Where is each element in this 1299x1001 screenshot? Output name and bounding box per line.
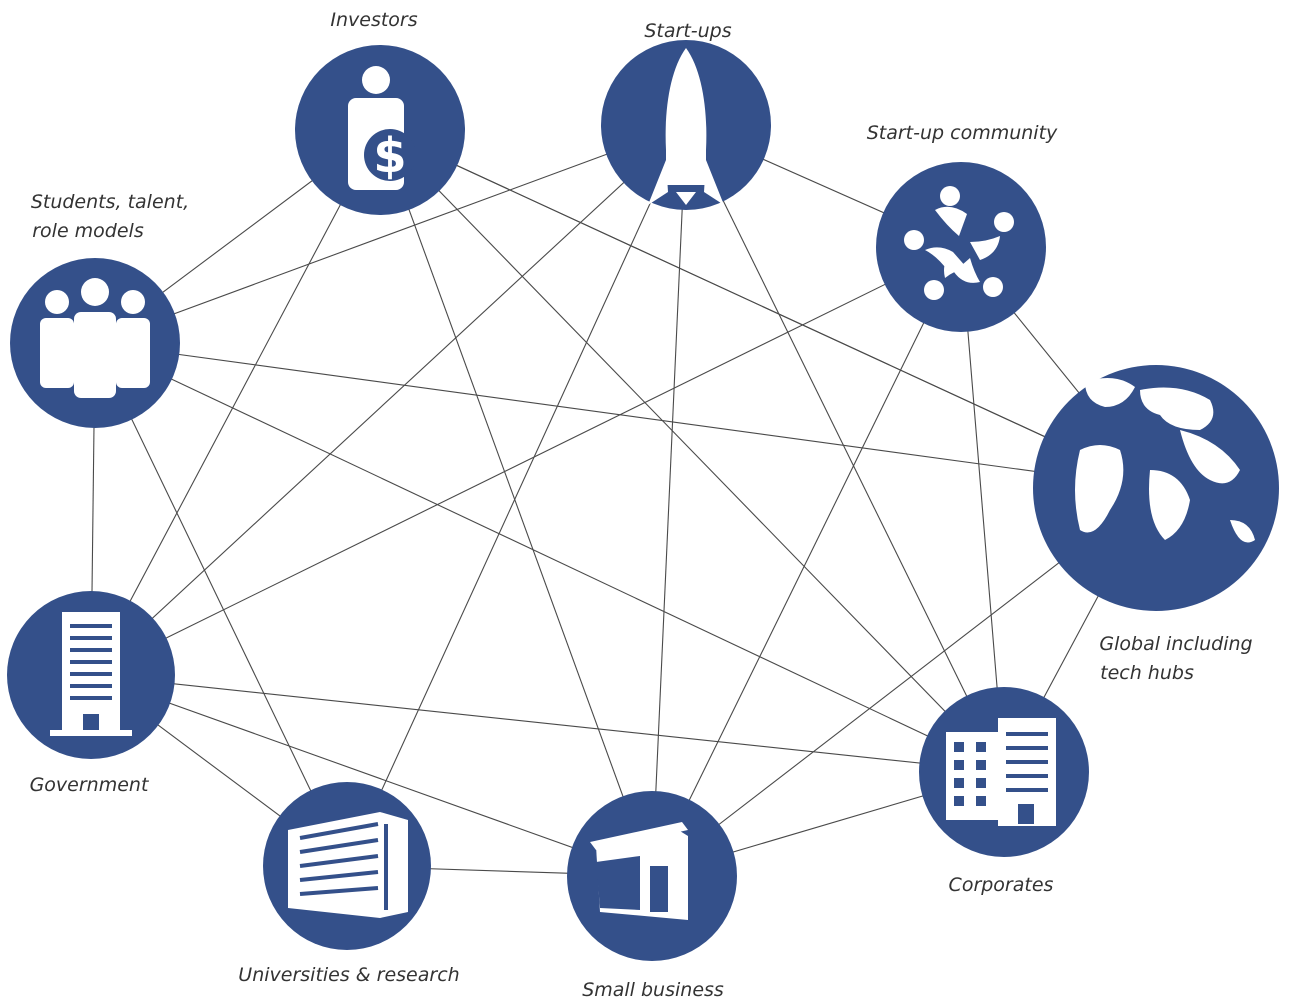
node-government: Government: [7, 591, 175, 796]
node-community: Start-up community: [867, 122, 1058, 332]
node-universities: Universities & research: [238, 782, 460, 986]
global-label-line2: tech hubs: [1100, 662, 1194, 684]
node-corporates: Corporates: [919, 687, 1089, 896]
university-building-icon: [288, 812, 408, 918]
edge-investors-government: [90, 129, 381, 676]
office-building-icon: [50, 612, 132, 736]
corporates-label: Corporates: [949, 874, 1054, 896]
svg-text:$: $: [373, 128, 406, 184]
edge-community-government: [90, 246, 962, 676]
edge-investors-smallbiz: [379, 129, 653, 877]
node-global: Global including tech hubs: [1033, 365, 1279, 684]
startups-label: Start-ups: [644, 20, 731, 42]
node-students: Students, talent, role models: [10, 191, 189, 428]
node-startups: Start-ups: [601, 20, 771, 210]
shop-icon: [590, 822, 688, 920]
edge-students-global: [94, 342, 1157, 489]
edge-startups-students: [94, 124, 687, 344]
edge-government-corporates: [90, 674, 1005, 773]
edge-global-investors: [379, 129, 1157, 489]
students-label-line2: role models: [32, 220, 144, 242]
community-people-icon: [904, 186, 1014, 300]
edge-students-corporates: [94, 342, 1005, 773]
edge-startups-smallbiz: [651, 124, 687, 877]
global-label-line1: Global including: [1099, 633, 1252, 655]
edge-government-smallbiz: [90, 674, 653, 877]
government-label: Government: [30, 774, 150, 796]
community-label: Start-up community: [867, 122, 1058, 144]
edge-startups-government: [90, 124, 687, 676]
edge-startups-corporates: [685, 124, 1005, 773]
investor-dollar-icon: $: [348, 66, 416, 190]
edge-investors-corporates: [379, 129, 1005, 773]
smallbiz-label: Small business: [582, 979, 724, 1001]
edge-community-corporates: [960, 246, 1005, 773]
globe-icon: [1075, 378, 1255, 543]
corporate-buildings-icon: [946, 718, 1056, 826]
node-investors: $ Investors: [295, 9, 465, 215]
edge-startups-universities: [346, 124, 687, 867]
node-smallbiz: Small business: [567, 791, 737, 1001]
universities-label: Universities & research: [238, 964, 459, 986]
edge-students-universities: [94, 342, 348, 867]
investors-label: Investors: [330, 9, 417, 31]
rocket-icon: [648, 48, 724, 205]
students-label-line1: Students, talent,: [31, 191, 189, 213]
people-group-icon: [40, 278, 150, 398]
edge-community-smallbiz: [651, 246, 962, 877]
